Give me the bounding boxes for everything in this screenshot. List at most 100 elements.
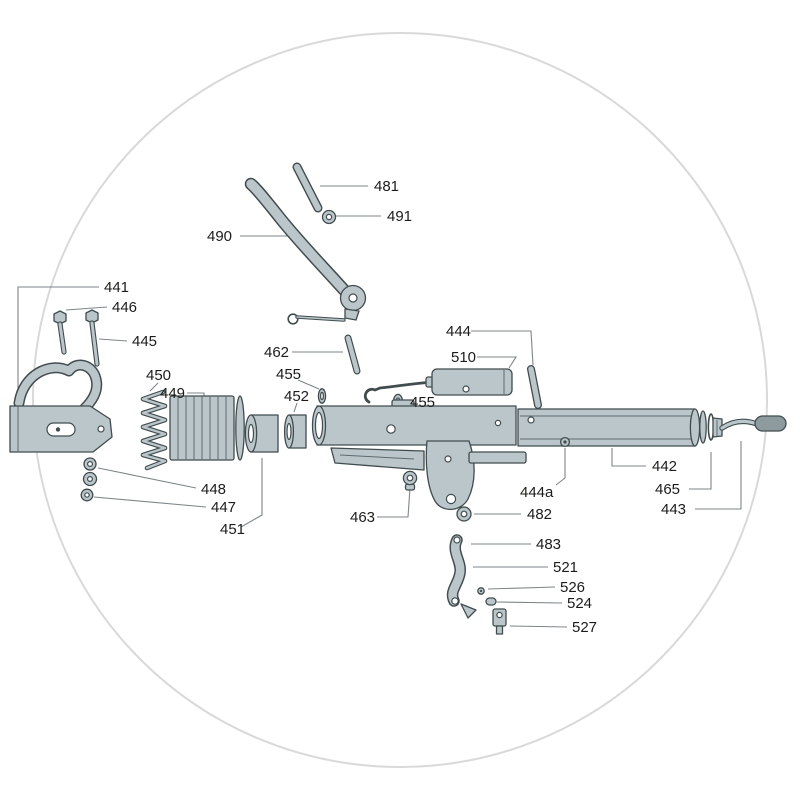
part-label-449: 449 <box>160 385 185 402</box>
tube-end-face <box>689 408 701 447</box>
ring-bore <box>286 422 292 441</box>
part-527-block <box>492 608 507 635</box>
damper-hook-rod <box>363 380 434 404</box>
part-447-nut <box>80 488 94 502</box>
housing-side-bar <box>468 451 527 464</box>
lever-tail <box>460 603 477 619</box>
part-455-ring-left <box>317 388 327 404</box>
block-stem <box>495 625 504 635</box>
coupling-handle-fill <box>15 361 101 412</box>
leader-455a <box>297 379 320 390</box>
washer-2-hole <box>86 476 93 483</box>
part-510-damper <box>425 368 513 396</box>
part-label-524: 524 <box>567 595 592 612</box>
ring-washer <box>699 410 707 444</box>
nut-hole <box>84 492 90 498</box>
part-label-491: 491 <box>387 208 412 225</box>
lever-hole-top <box>453 536 461 544</box>
leader-443 <box>695 441 742 510</box>
housing-rail <box>316 405 517 446</box>
plate-detail-line <box>339 454 415 460</box>
part-label-465: 465 <box>655 481 680 498</box>
bracket-hole-top <box>444 455 452 463</box>
leader-451 <box>240 458 263 528</box>
part-444-pin <box>527 365 542 409</box>
part-label-482: 482 <box>527 506 552 523</box>
knob-hole <box>406 474 414 482</box>
part-463-housing <box>311 399 527 511</box>
part-label-446: 446 <box>112 299 137 316</box>
spring-fill <box>141 390 167 470</box>
leader-446 <box>65 306 108 311</box>
lever-fill <box>246 179 349 295</box>
part-442-tube <box>517 408 701 447</box>
part-491-washer <box>321 209 337 225</box>
part-450-spring <box>140 389 168 471</box>
part-441-coupling-head <box>9 359 113 453</box>
cotter-ring <box>287 313 299 325</box>
bellows-end-ring <box>235 395 245 461</box>
pin-fill <box>528 366 541 408</box>
part-label-463: 463 <box>350 509 375 526</box>
part-482-washer <box>456 506 472 522</box>
part-label-455a: 455 <box>276 366 301 383</box>
leader-452 <box>293 402 298 413</box>
housing-bore <box>314 411 324 440</box>
part-labels: 481 491 490 441 446 445 462 444 510 450 … <box>104 178 686 636</box>
part-label-448: 448 <box>201 481 226 498</box>
part-446-bolt <box>53 310 67 355</box>
bolt-center <box>563 440 567 444</box>
lever-tab <box>344 308 360 321</box>
bushing-bore <box>247 423 255 444</box>
part-451-bushing <box>244 414 279 453</box>
leader-526 <box>487 586 556 590</box>
lever-hole-bottom <box>451 597 459 605</box>
pin-center <box>479 589 483 593</box>
lever-fill <box>448 535 465 606</box>
coupling-slot-pin <box>55 427 61 432</box>
part-label-526: 526 <box>560 579 585 596</box>
coupling-front-hole <box>97 425 105 433</box>
leader-444 <box>471 330 534 366</box>
leader-442 <box>611 448 646 467</box>
part-526-pin <box>477 587 485 595</box>
part-label-444a: 444a <box>520 484 554 501</box>
bracket-hole-bottom <box>445 493 457 505</box>
grip-rod-fill <box>293 163 322 212</box>
part-449-bellows <box>169 395 245 461</box>
handle-grip <box>754 415 787 432</box>
part-label-452: 452 <box>284 388 309 405</box>
washer-hole <box>460 510 468 518</box>
ring-hole <box>320 391 325 401</box>
part-445-bolt <box>85 309 100 367</box>
part-465-rings <box>699 410 715 444</box>
part-443-handle <box>712 415 787 438</box>
housing-lower-plate <box>330 447 425 471</box>
part-label-444: 444 <box>446 323 471 340</box>
handle-rod-fill <box>720 419 759 430</box>
part-label-481: 481 <box>374 178 399 195</box>
pivot-pin-fill <box>345 335 360 374</box>
part-label-441: 441 <box>104 279 129 296</box>
damper-hole <box>462 385 470 393</box>
bolt-shaft-fill <box>58 322 66 354</box>
coupling-slot <box>46 422 76 437</box>
part-label-462: 462 <box>264 344 289 361</box>
leader-448 <box>97 467 197 489</box>
part-490-handbrake-lever <box>244 177 367 321</box>
block-hole <box>496 611 503 619</box>
leader-463 <box>377 487 411 518</box>
leader-444a <box>555 448 566 486</box>
part-label-527: 527 <box>572 619 597 636</box>
part-label-490: 490 <box>207 228 232 245</box>
cotter-shaft-fill <box>296 316 345 321</box>
part-462-cotter-pin <box>287 313 361 375</box>
leader-465 <box>689 452 712 490</box>
part-label-443: 443 <box>661 501 686 518</box>
leader-524 <box>496 601 563 604</box>
bolt-head <box>53 310 67 325</box>
watermark-circle <box>32 32 768 768</box>
part-label-451: 451 <box>220 521 245 538</box>
